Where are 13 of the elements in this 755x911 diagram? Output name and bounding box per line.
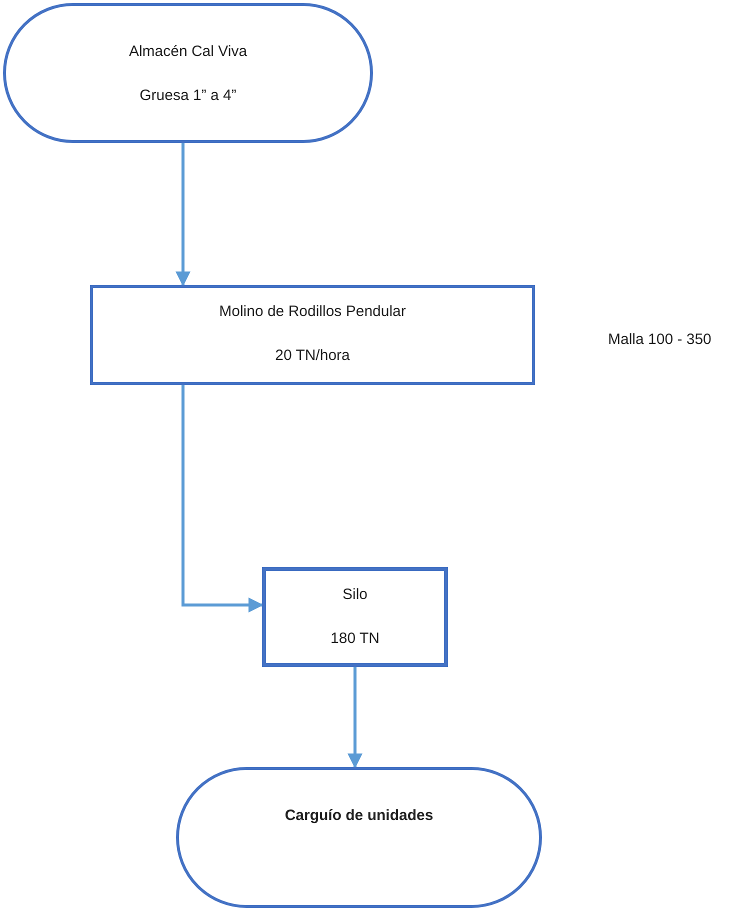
node-text: Silo	[342, 585, 368, 605]
node-text: Molino de Rodillos Pendular	[219, 302, 406, 322]
node-text: 20 TN/hora	[275, 346, 350, 366]
arrow	[348, 667, 362, 768]
node-text: Carguío de unidades	[284, 806, 434, 826]
arrow	[182, 385, 264, 612]
process-box	[262, 567, 448, 667]
node-text: 180 TN	[330, 629, 380, 649]
note-text: Malla 100 - 350	[608, 330, 712, 350]
node-text: Gruesa 1” a 4”	[140, 86, 236, 106]
node-text: Almacén Cal Viva	[128, 42, 248, 62]
process-box	[90, 285, 535, 385]
arrow	[176, 143, 190, 286]
